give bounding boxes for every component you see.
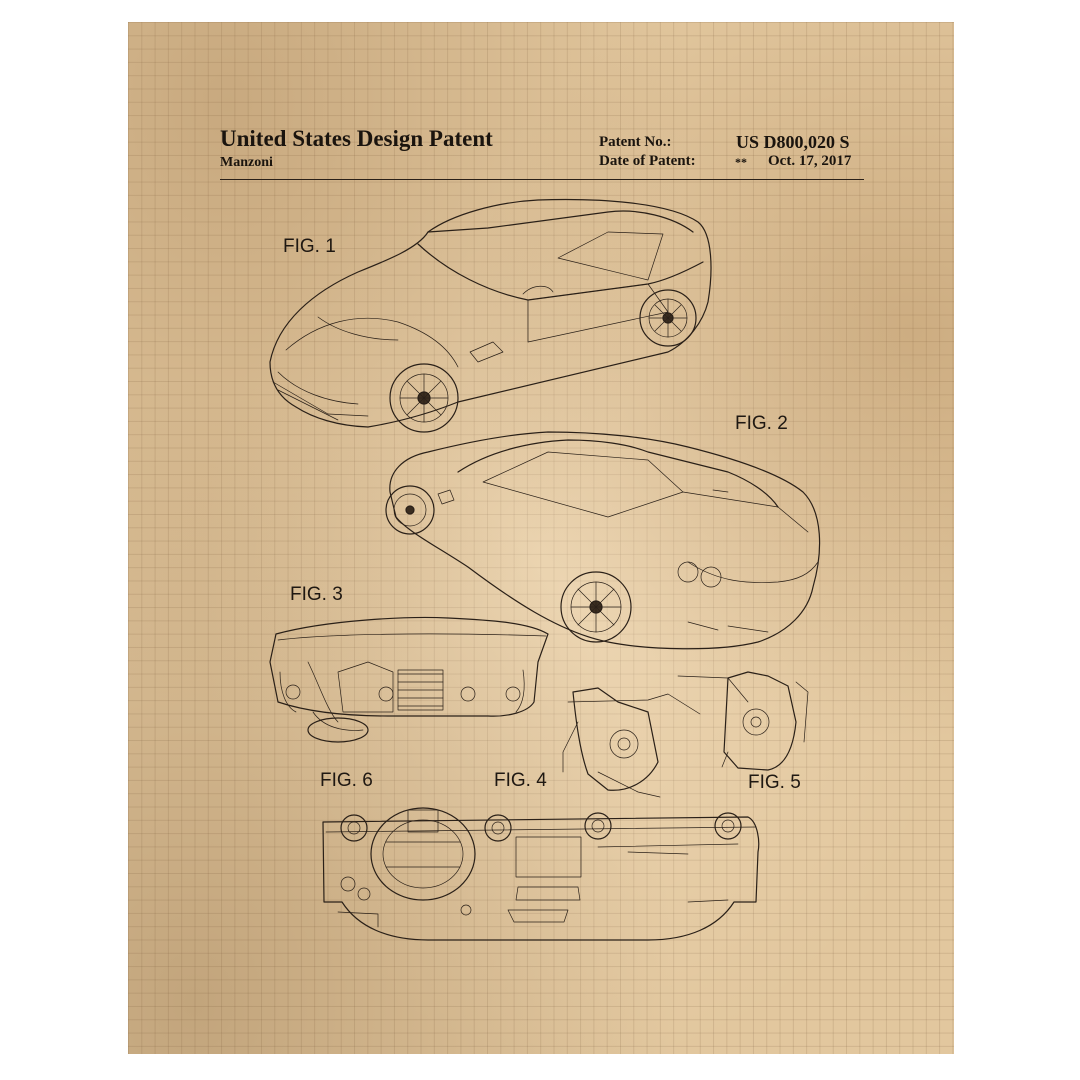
fig6-label: FIG. 6 bbox=[320, 770, 373, 791]
fig4-label: FIG. 4 bbox=[494, 770, 547, 791]
patent-title: United States Design Patent bbox=[220, 126, 493, 151]
fig1-car-drawing bbox=[269, 198, 712, 433]
fig3-dashboard-drawing bbox=[269, 616, 549, 743]
date-of-patent-label: Date of Patent: bbox=[599, 153, 696, 169]
fig4-fig5-side-drawings bbox=[562, 671, 809, 798]
inventor-name: Manzoni bbox=[220, 155, 273, 170]
fig2-label: FIG. 2 bbox=[735, 413, 788, 434]
fig3-label: FIG. 3 bbox=[290, 584, 343, 605]
date-of-patent-value: Oct. 17, 2017 bbox=[768, 153, 852, 169]
patent-number-value: US D800,020 S bbox=[736, 132, 850, 152]
fig6-interior-drawing bbox=[322, 807, 760, 941]
fig1-label: FIG. 1 bbox=[283, 236, 336, 257]
patent-drawings bbox=[269, 198, 821, 941]
header-rule bbox=[220, 179, 864, 180]
date-stars: ** bbox=[735, 155, 747, 169]
fig5-label: FIG. 5 bbox=[748, 772, 801, 793]
patent-number-label: Patent No.: bbox=[599, 134, 672, 150]
patent-poster: United States Design Patent Manzoni Pate… bbox=[128, 22, 954, 1054]
fig2-car-drawing bbox=[385, 431, 821, 650]
